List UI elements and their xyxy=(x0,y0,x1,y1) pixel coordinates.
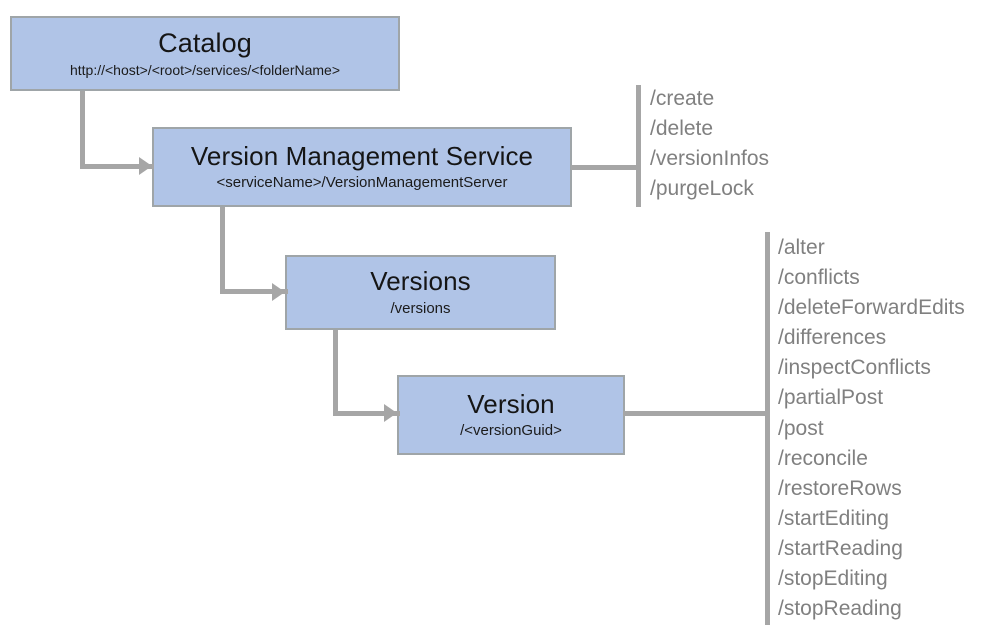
connector-catalog-to-service-horizontal xyxy=(80,164,154,169)
connector-service-to-operations xyxy=(571,165,641,170)
operation-item: /inspectConflicts xyxy=(778,356,931,380)
node-catalog-title: Catalog xyxy=(158,28,252,59)
node-versions: Versions /versions xyxy=(285,255,556,330)
connector-catalog-to-service-vertical xyxy=(80,91,85,168)
operation-item: /reconcile xyxy=(778,446,868,470)
operation-item: /restoreRows xyxy=(778,476,902,500)
operation-item: /post xyxy=(778,416,824,440)
arrow-head-icon xyxy=(384,404,397,422)
operation-item: /startEditing xyxy=(778,506,889,530)
operation-item: /delete xyxy=(650,117,714,140)
operation-item: /stopEditing xyxy=(778,567,888,591)
connector-version-to-operations xyxy=(623,411,769,416)
arrow-head-icon xyxy=(272,283,285,301)
node-version-title: Version xyxy=(467,388,555,419)
node-version-management-service: Version Management Service <serviceName>… xyxy=(152,127,572,207)
operation-item: /partialPost xyxy=(778,386,884,410)
operation-item: /create xyxy=(650,87,715,110)
operation-item: /conflicts xyxy=(778,266,860,290)
node-catalog-path: http://<host>/<root>/services/<folderNam… xyxy=(69,61,341,78)
operation-item: /startReading xyxy=(778,536,903,560)
operation-item: /alter xyxy=(778,236,825,259)
arrow-head-icon xyxy=(139,157,152,175)
node-versions-path: /versions xyxy=(390,299,451,317)
bracket-service-operations xyxy=(636,85,641,207)
operation-item: /purgeLock xyxy=(650,177,754,200)
connector-service-to-versions-horizontal xyxy=(220,289,288,294)
connector-versions-to-version-horizontal xyxy=(333,411,400,416)
service-operations-list: /create /delete /versionInfos /purgeLock xyxy=(650,84,769,204)
operation-item: /deleteForwardEdits xyxy=(778,296,965,320)
operation-item: /differences xyxy=(778,326,887,350)
connector-service-to-versions-vertical xyxy=(220,207,225,290)
operation-item: /versionInfos xyxy=(650,147,770,170)
node-versions-title: Versions xyxy=(370,266,471,297)
connector-versions-to-version-vertical xyxy=(333,330,338,414)
bracket-version-operations xyxy=(765,232,770,625)
operation-item: /stopReading xyxy=(778,597,902,621)
version-operations-list: /alter /conflicts /deleteForwardEdits /d… xyxy=(778,233,965,624)
node-version-management-service-path: <serviceName>/VersionManagementServer xyxy=(216,174,508,192)
node-version-management-service-title: Version Management Service xyxy=(190,140,534,171)
node-catalog: Catalog http://<host>/<root>/services/<f… xyxy=(10,16,400,91)
node-version-path: /<versionGuid> xyxy=(460,422,562,440)
node-version: Version /<versionGuid> xyxy=(397,375,625,455)
